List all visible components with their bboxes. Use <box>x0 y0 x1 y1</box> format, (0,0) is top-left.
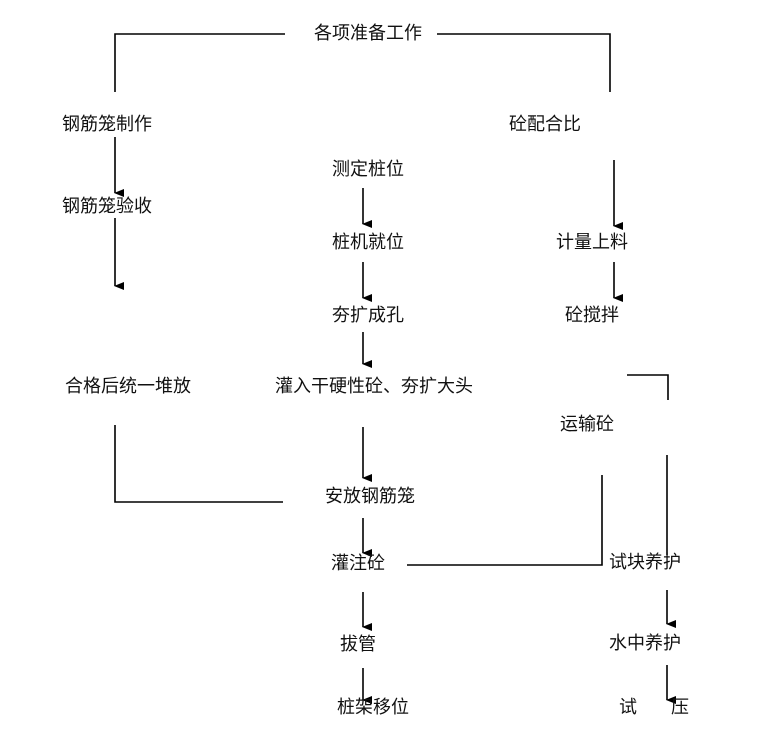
node-rig-placement: 桩机就位 <box>332 232 404 253</box>
node-pile-positioning: 测定桩位 <box>332 159 404 180</box>
node-hole-forming: 夯扩成孔 <box>332 305 404 326</box>
node-cage-storage: 合格后统一堆放 <box>65 376 191 397</box>
node-transport: 运输砼 <box>560 414 614 435</box>
node-cage-installation: 安放钢筋笼 <box>325 486 415 507</box>
node-test-char-2: 压 <box>671 697 689 718</box>
left-to-cage-connector <box>114 425 283 503</box>
node-preparation: 各项准备工作 <box>314 23 422 44</box>
node-cage-inspection: 钢筋笼验收 <box>62 196 152 217</box>
node-dry-concrete-bulb: 灌入干硬性砼、夯扩大头 <box>275 376 473 397</box>
node-cage-fabrication: 钢筋笼制作 <box>62 114 152 135</box>
node-mix-ratio: 砼配合比 <box>509 114 581 135</box>
mix-to-transport-connector <box>627 374 669 400</box>
node-specimen-curing: 试块养护 <box>609 552 681 573</box>
node-water-curing: 水中养护 <box>609 633 681 654</box>
node-mixing: 砼搅拌 <box>565 305 619 326</box>
top-left-connector <box>114 33 285 92</box>
transport-to-pour-connector <box>407 475 603 566</box>
node-pipe-extraction: 拔管 <box>340 634 376 655</box>
node-batching: 计量上料 <box>556 232 628 253</box>
node-concrete-pouring: 灌注砼 <box>331 553 385 574</box>
node-test-char-1: 试 <box>619 697 637 718</box>
top-right-connector <box>437 33 611 92</box>
node-rig-relocation: 桩架移位 <box>337 697 409 718</box>
